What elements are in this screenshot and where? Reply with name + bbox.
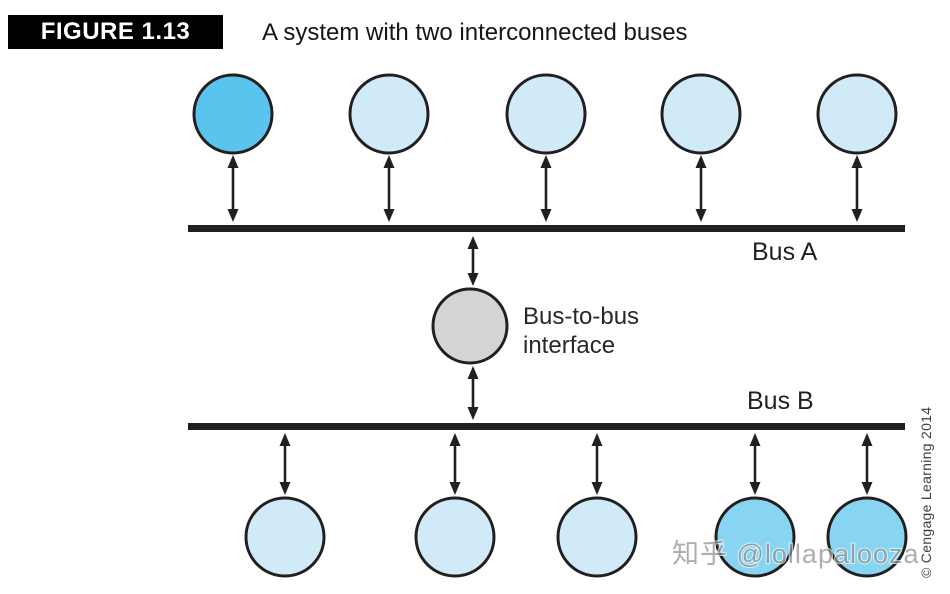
bus-b-devices xyxy=(244,496,908,578)
arrow-bus-b-device-5 xyxy=(861,433,873,495)
arrow-bus-b-device-1 xyxy=(279,433,291,495)
arrow-bus-a-to-interface xyxy=(467,236,479,286)
bus-b-label: Bus B xyxy=(747,387,814,415)
interface-label-line1: Bus-to-bus xyxy=(523,303,639,330)
bus-b-device-5 xyxy=(826,496,908,578)
arrow-bus-b-device-3 xyxy=(591,433,603,495)
bus-a-line xyxy=(188,225,905,232)
arrow-interface-to-bus-b xyxy=(467,366,479,420)
watermark-text: 知乎 @lollapalooza xyxy=(672,539,920,569)
bus-a-device-4 xyxy=(660,73,742,155)
bus-b-line xyxy=(188,423,905,430)
arrow-bus-a-device-4 xyxy=(695,155,707,222)
interface-label-line2: interface xyxy=(523,332,615,359)
connection-arrows xyxy=(227,155,873,495)
bus-b-device-4 xyxy=(714,496,796,578)
bus-a-device-2 xyxy=(348,73,430,155)
arrow-bus-b-device-4 xyxy=(749,433,761,495)
copyright-text: © Cengage Learning 2014 xyxy=(918,407,934,578)
bus-a-device-1 xyxy=(192,73,274,155)
arrow-bus-a-device-5 xyxy=(851,155,863,222)
bus-a-device-5 xyxy=(816,73,898,155)
arrow-bus-a-device-2 xyxy=(383,155,395,222)
arrow-bus-a-device-1 xyxy=(227,155,239,222)
figure-number-badge: FIGURE 1.13 xyxy=(8,15,223,49)
bus-a-label: Bus A xyxy=(752,238,818,266)
bus-b-device-2 xyxy=(414,496,496,578)
arrow-bus-b-device-2 xyxy=(449,433,461,495)
bus-a-device-3 xyxy=(505,73,587,155)
arrow-bus-a-device-3 xyxy=(540,155,552,222)
bus-a-devices xyxy=(192,73,898,155)
figure-title: A system with two interconnected buses xyxy=(262,19,688,46)
bus-b-device-1 xyxy=(244,496,326,578)
bus-to-bus-interface-circle xyxy=(431,287,509,365)
bus-b-device-3 xyxy=(556,496,638,578)
